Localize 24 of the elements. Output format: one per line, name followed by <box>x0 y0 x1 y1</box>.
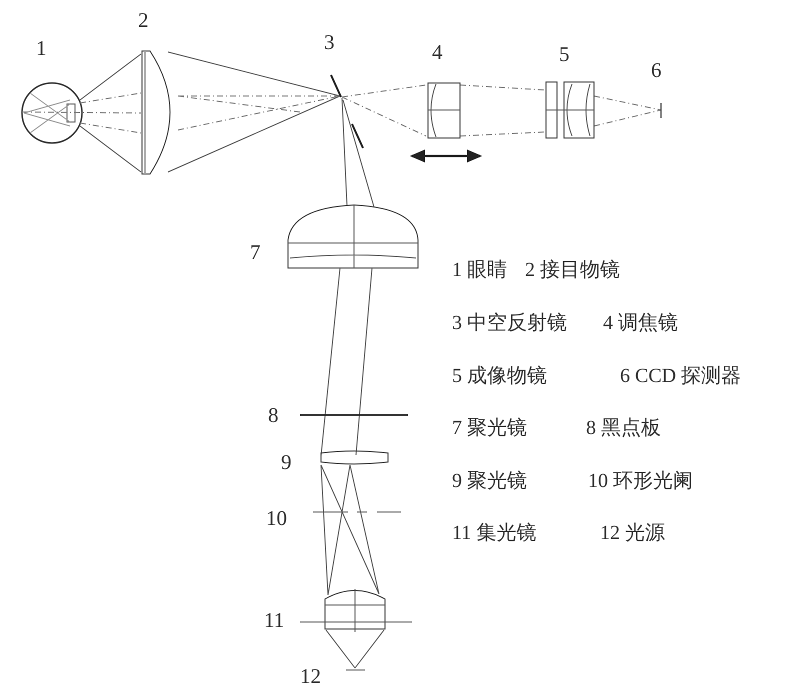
callout-number: 10 <box>266 506 287 532</box>
callout-number: 9 <box>281 450 292 476</box>
legend-entry: 3 中空反射镜 <box>452 311 567 335</box>
legend-entry: 6 CCD 探测器 <box>620 364 742 388</box>
callout-number: 6 <box>651 58 662 84</box>
callout-number: 8 <box>268 403 278 428</box>
legend-entry: 2 接目物镜 <box>525 258 620 282</box>
callout-number: 4 <box>432 40 442 66</box>
callout-number: 11 <box>264 608 284 634</box>
legend-entry: 1 眼睛 <box>452 258 507 282</box>
legend-entry: 9 聚光镜 <box>452 469 527 493</box>
legend-entry: 11 集光镜 <box>452 521 536 545</box>
legend-entry: 12 光源 <box>600 521 665 545</box>
callout-number: 1 <box>36 36 46 62</box>
callout-number: 2 <box>138 8 148 34</box>
legend-entry: 4 调焦镜 <box>603 311 678 335</box>
callout-number: 7 <box>250 240 260 266</box>
legend-entry: 10 环形光阑 <box>588 469 693 493</box>
callout-number: 3 <box>324 30 334 56</box>
callout-number: 5 <box>559 42 570 68</box>
legend-entry: 8 黑点板 <box>586 416 661 440</box>
legend-entry: 7 聚光镜 <box>452 416 527 440</box>
legend-entry: 5 成像物镜 <box>452 364 547 388</box>
callout-number: 12 <box>300 664 321 690</box>
